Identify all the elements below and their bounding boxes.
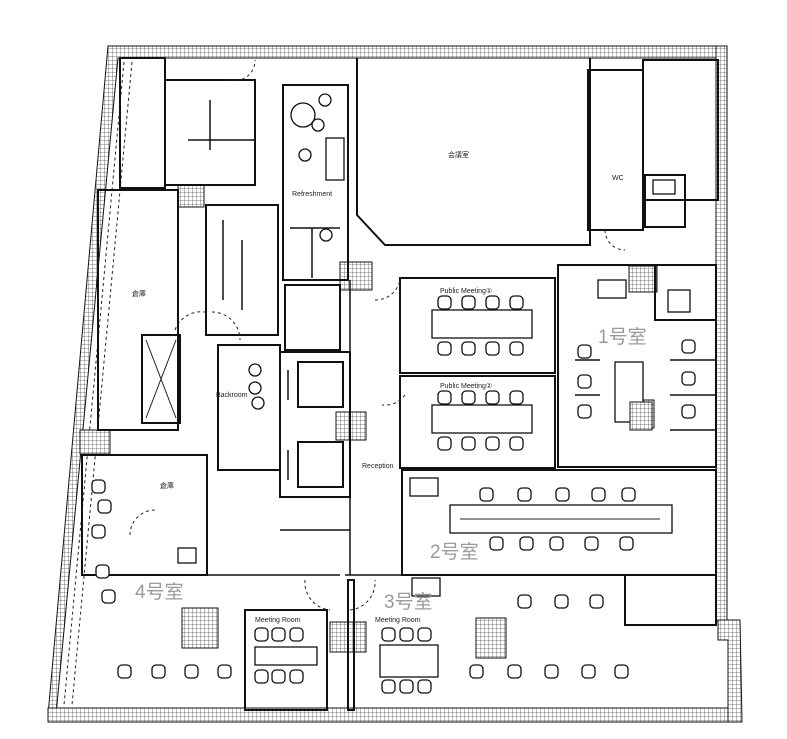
room-3-label[interactable]: 3号室 — [384, 591, 433, 613]
large-room: 会議室 WC — [356, 58, 719, 251]
chair — [95, 564, 110, 579]
chair — [681, 339, 696, 354]
chair — [381, 679, 396, 694]
refreshment-label: Refreshment — [292, 191, 332, 198]
chair — [437, 341, 452, 356]
room-2-label[interactable]: 2号室 — [430, 541, 479, 563]
storage-label: 倉庫 — [132, 289, 146, 298]
chair — [91, 524, 106, 539]
room-1-label[interactable]: 1号室 — [598, 326, 647, 348]
chair — [184, 664, 199, 679]
chair — [544, 664, 559, 679]
chair — [461, 295, 476, 310]
chair — [549, 536, 564, 551]
chair — [509, 390, 524, 405]
chair — [289, 627, 304, 642]
reception-label: Reception — [362, 463, 394, 470]
chair — [437, 390, 452, 405]
chair — [417, 627, 432, 642]
chair — [507, 664, 522, 679]
chair — [555, 487, 570, 502]
chair — [91, 479, 106, 494]
chair — [151, 664, 166, 679]
chair — [509, 436, 524, 451]
meeting-room-a-label: Meeting Room — [255, 617, 301, 624]
svg-text:Backroom: Backroom — [216, 392, 248, 399]
chair — [217, 664, 232, 679]
meeting-room-b-label: Meeting Room — [375, 617, 421, 624]
chair — [577, 404, 592, 419]
chair — [485, 436, 500, 451]
chair — [461, 341, 476, 356]
chair — [461, 436, 476, 451]
chair — [509, 341, 524, 356]
chair — [517, 487, 532, 502]
svg-text:倉庫: 倉庫 — [160, 481, 174, 490]
chair — [681, 404, 696, 419]
chair — [461, 390, 476, 405]
chair — [584, 536, 599, 551]
chair — [509, 295, 524, 310]
chair — [519, 536, 534, 551]
svg-text:会議室: 会議室 — [448, 150, 469, 159]
chair — [621, 487, 636, 502]
chair — [577, 344, 592, 359]
chair — [271, 669, 286, 684]
svg-text:WC: WC — [612, 175, 624, 182]
chair — [479, 487, 494, 502]
chair — [254, 627, 269, 642]
chair — [469, 664, 484, 679]
chair — [485, 341, 500, 356]
chair — [517, 594, 532, 609]
chair — [554, 594, 569, 609]
bottom-rooms: Meeting Room Meeting Room 倉庫 — [81, 454, 625, 711]
chair — [485, 295, 500, 310]
chair — [681, 371, 696, 386]
chair — [437, 295, 452, 310]
public-meeting-rooms: Public Meeting① Public Meeting② — [374, 277, 556, 469]
chair — [97, 499, 112, 514]
chair — [271, 627, 286, 642]
chair — [619, 536, 634, 551]
chair — [485, 390, 500, 405]
chair — [589, 594, 604, 609]
public-meeting-2-label: Public Meeting② — [440, 382, 492, 390]
chairs — [91, 295, 696, 694]
chair — [289, 669, 304, 684]
chair — [437, 436, 452, 451]
chair — [614, 664, 629, 679]
chair — [399, 679, 414, 694]
chair — [117, 664, 132, 679]
room-1-area — [557, 264, 717, 468]
chair — [581, 664, 596, 679]
service-core: 倉庫 Refreshment — [97, 57, 349, 431]
chair — [381, 627, 396, 642]
room-4-label[interactable]: 4号室 — [135, 581, 184, 603]
public-meeting-1-label: Public Meeting① — [440, 287, 492, 295]
chair — [101, 589, 116, 604]
chair — [591, 487, 606, 502]
chair — [489, 536, 504, 551]
chair — [577, 374, 592, 389]
chair — [254, 669, 269, 684]
chair — [399, 627, 414, 642]
chair — [417, 679, 432, 694]
elevator-hall: Reception Backroom — [216, 280, 394, 575]
